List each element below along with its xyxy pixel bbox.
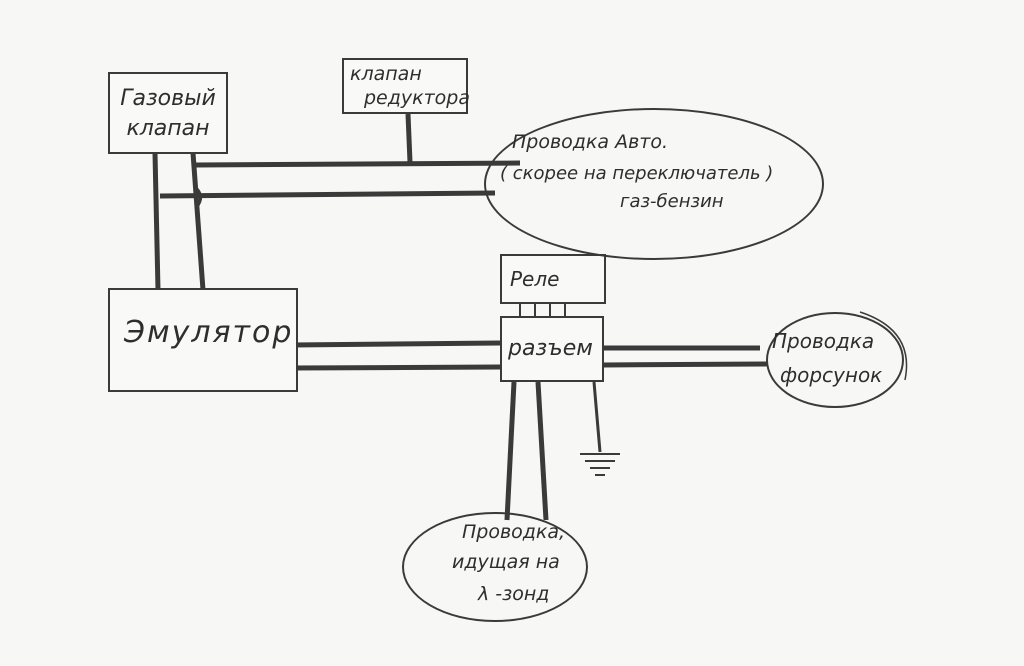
lambda-wiring-label-2: идущая на	[452, 551, 560, 573]
lambda-wiring-label-3: λ -зонд	[478, 583, 550, 605]
relay-box: Реле	[500, 254, 606, 304]
wire-gas-valve-emulator-right	[190, 152, 206, 291]
gas-valve-label-1: Газовый	[120, 86, 216, 111]
injector-wiring-bubble	[766, 312, 904, 408]
ground-symbol-icon	[580, 453, 620, 476]
wire-emulator-connector-bottom	[291, 364, 501, 371]
relay-label: Реле	[510, 267, 560, 291]
car-wiring-label-3: газ-бензин	[620, 191, 724, 212]
wire-to-car-wiring-bottom	[159, 190, 496, 199]
emulator-label: Эмулятор	[124, 315, 294, 350]
car-wiring-label-2: ( скорее на переключатель )	[500, 163, 774, 184]
lambda-wiring-label-1: Проводка,	[462, 521, 566, 543]
reducer-valve-label-1: клапан	[350, 63, 422, 85]
wire-reducer-valve	[405, 113, 413, 163]
connector-box: разъем	[500, 316, 604, 382]
emulator-box: Эмулятор	[108, 288, 298, 392]
reducer-valve-label-2: редуктора	[364, 87, 471, 109]
injector-wiring-label-1: Проводка	[772, 329, 875, 353]
wire-to-car-wiring-top	[195, 160, 521, 168]
gas-valve-label-2: клапан	[126, 116, 210, 141]
wire-connector-injector-bottom	[602, 361, 769, 368]
gas-valve-box: Газовый клапан	[108, 72, 228, 154]
connector-label: разъем	[508, 336, 593, 361]
lambda-wiring-bubble	[402, 512, 588, 622]
car-wiring-label-1: Проводка Авто.	[512, 131, 669, 153]
wire-connector-lambda-left	[504, 381, 517, 521]
wire-gas-valve-emulator-left	[152, 152, 161, 291]
wire-connector-lambda-right	[535, 381, 549, 521]
wire-crossing-loop	[192, 184, 202, 209]
car-wiring-bubble	[484, 108, 824, 260]
wire-emulator-connector-top	[291, 340, 501, 348]
injector-wiring-label-2: форсунок	[780, 363, 883, 387]
injector-bubble-extra-stroke	[859, 311, 908, 381]
wire-ground	[592, 381, 602, 453]
reducer-valve-box: клапан редуктора	[342, 58, 471, 114]
